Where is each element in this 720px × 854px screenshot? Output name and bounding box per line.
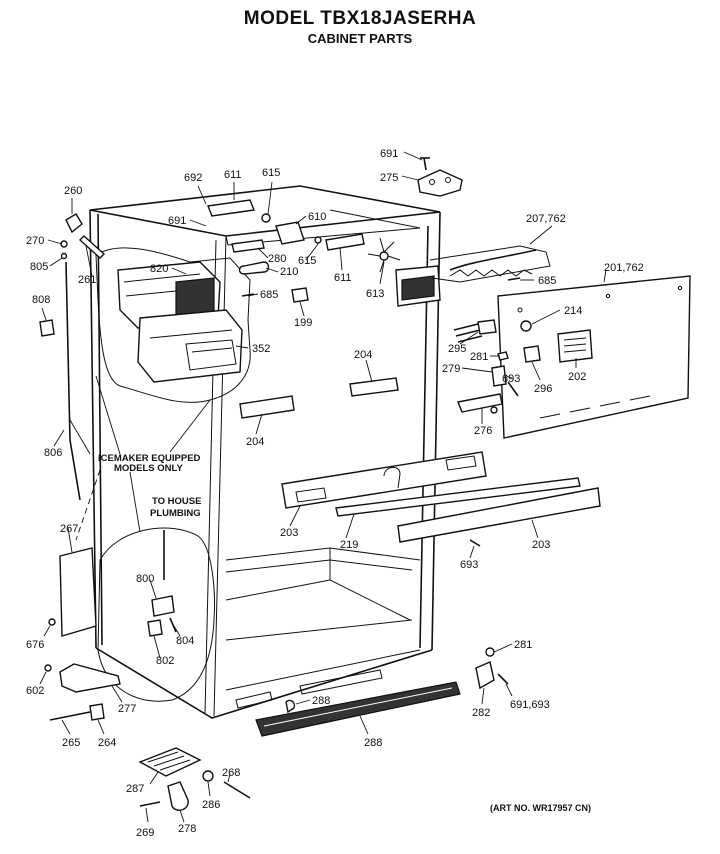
bracket-611-right bbox=[325, 233, 365, 251]
leader-lines bbox=[39, 151, 607, 823]
freezer-damper-assembly bbox=[367, 237, 551, 307]
part-label: 288 bbox=[312, 695, 330, 707]
part-label: 287 bbox=[126, 783, 144, 795]
art-number: (ART NO. WR17957 CN) bbox=[490, 803, 592, 813]
part-label: 203 bbox=[280, 527, 298, 539]
part-label: 214 bbox=[564, 305, 582, 317]
part-label: 615 bbox=[262, 167, 280, 179]
part-label: 691 bbox=[380, 148, 398, 160]
part-label: 267 bbox=[60, 523, 78, 535]
icemaker-note-line2: MODELS ONLY bbox=[114, 463, 183, 474]
part-label: 204 bbox=[246, 436, 264, 448]
part-label: 613 bbox=[366, 288, 384, 300]
part-label: 802 bbox=[156, 655, 174, 667]
part-label: 286 bbox=[202, 799, 220, 811]
kick-grille-288 bbox=[255, 681, 461, 737]
part-label: 261 bbox=[78, 274, 96, 286]
part-label: 693 bbox=[460, 559, 478, 571]
part-label: 693 bbox=[502, 373, 520, 385]
part-label: 260 bbox=[64, 185, 82, 197]
part-label: 800 bbox=[136, 573, 154, 585]
hinge-275 bbox=[417, 169, 463, 197]
part-label: 219 bbox=[340, 539, 358, 551]
part-label: 676 bbox=[26, 639, 44, 651]
rail-204-right bbox=[349, 377, 399, 397]
part-label: 279 bbox=[442, 363, 460, 375]
part-label: 210 bbox=[280, 266, 298, 278]
part-label: 610 bbox=[308, 211, 326, 223]
control-610 bbox=[275, 221, 305, 245]
part-label: 296 bbox=[534, 383, 552, 395]
page-subtitle: CABINET PARTS bbox=[307, 31, 413, 46]
rail-203-lower bbox=[397, 487, 601, 543]
part-label: 282 bbox=[472, 707, 490, 719]
part-label: 280 bbox=[268, 253, 286, 265]
rail-219 bbox=[335, 477, 581, 517]
part-label: 204 bbox=[354, 349, 372, 361]
rail-204-left bbox=[239, 395, 295, 419]
part-label: 685 bbox=[538, 275, 556, 287]
part-label: 611 bbox=[224, 169, 242, 181]
part-label: 685 bbox=[260, 289, 278, 301]
part-label: 352 bbox=[252, 343, 270, 355]
cabinet-shell bbox=[89, 185, 441, 719]
part-label: 804 bbox=[176, 635, 194, 647]
plumbing-note-line1: TO HOUSE bbox=[152, 496, 201, 507]
part-label: 202 bbox=[568, 371, 586, 383]
icemaker-note-line1: ICEMAKER EQUIPPED bbox=[98, 453, 201, 464]
part-label: 820 bbox=[150, 263, 168, 275]
part-label: 691,693 bbox=[510, 699, 550, 711]
plumbing-note-line2: PLUMBING bbox=[150, 508, 201, 519]
part-label: 692 bbox=[184, 172, 202, 184]
part-label: 611 bbox=[334, 272, 352, 284]
part-label: 207,762 bbox=[526, 213, 566, 225]
part-label: 265 bbox=[62, 737, 80, 749]
plate-267 bbox=[59, 547, 97, 637]
part-label: 275 bbox=[380, 172, 398, 184]
part-label: 276 bbox=[474, 425, 492, 437]
part-label: 201,762 bbox=[604, 262, 644, 274]
plumbing-callout-outline bbox=[97, 527, 215, 702]
part-label: 805 bbox=[30, 261, 48, 273]
part-label: 808 bbox=[32, 294, 50, 306]
hinge-276 bbox=[457, 393, 503, 413]
part-label: 295 bbox=[448, 343, 466, 355]
part-label: 203 bbox=[532, 539, 550, 551]
part-labels: 691 275 692 611 615 691 610 207,762 260 … bbox=[26, 148, 644, 839]
part-label: 281 bbox=[514, 639, 532, 651]
bracket-287 bbox=[138, 747, 202, 777]
part-label: 270 bbox=[26, 235, 44, 247]
part-label: 691 bbox=[168, 215, 186, 227]
part-label: 269 bbox=[136, 827, 154, 839]
part-label: 278 bbox=[178, 823, 196, 835]
bracket-277 bbox=[59, 663, 121, 693]
icemaker-callout-outline bbox=[95, 247, 251, 403]
part-label: 264 bbox=[98, 737, 116, 749]
part-label: 615 bbox=[298, 255, 316, 267]
page-title: MODEL TBX18JASERHA bbox=[243, 8, 477, 29]
part-label: 277 bbox=[118, 703, 136, 715]
part-label: 288 bbox=[364, 737, 382, 749]
part-label: 281 bbox=[470, 351, 488, 363]
bracket-611-top bbox=[207, 199, 255, 217]
rail-203-upper bbox=[281, 451, 487, 509]
icemaker-assembly bbox=[117, 261, 243, 383]
part-label: 268 bbox=[222, 767, 240, 779]
part-label: 806 bbox=[44, 447, 62, 459]
part-label: 602 bbox=[26, 685, 44, 697]
part-label: 199 bbox=[294, 317, 312, 329]
